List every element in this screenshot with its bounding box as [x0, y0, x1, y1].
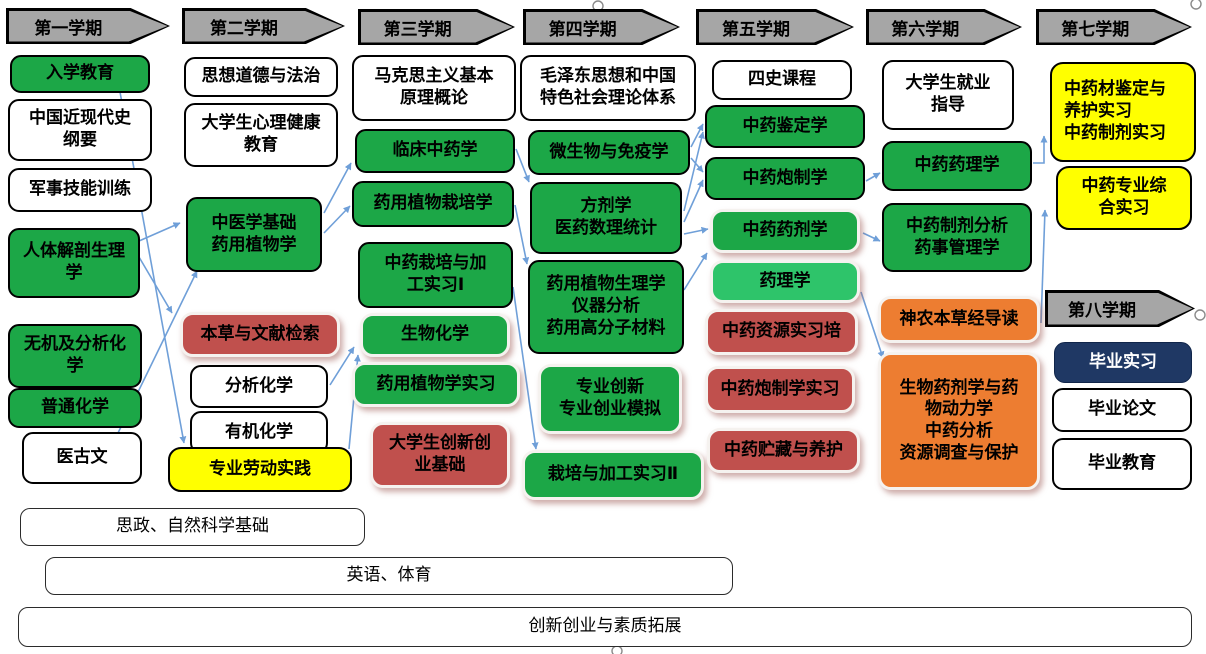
- connector-arrow: [690, 157, 704, 173]
- course-box[interactable]: 毕业教育: [1052, 438, 1192, 490]
- course-box[interactable]: 四史课程: [712, 60, 852, 100]
- course-box[interactable]: 大学生心理健康 教育: [184, 103, 338, 167]
- course-box[interactable]: 中医学基础 药用植物学: [186, 197, 322, 272]
- semester-banner[interactable]: 第五学期: [696, 9, 854, 45]
- connector-arrow: [690, 123, 704, 148]
- course-box[interactable]: 药用植物学实习: [352, 362, 520, 407]
- semester-banner[interactable]: 第八学期: [1045, 290, 1195, 327]
- course-box[interactable]: 分析化学: [190, 365, 328, 408]
- selection-handle[interactable]: [1194, 309, 1206, 321]
- course-box[interactable]: 普通化学: [8, 388, 142, 428]
- course-box[interactable]: 中药药剂学: [710, 209, 860, 253]
- course-box[interactable]: 专业创新 专业创业模拟: [538, 364, 682, 434]
- banner-label: 第五学期: [722, 19, 791, 40]
- course-box[interactable]: 药用植物栽培学: [352, 181, 514, 227]
- course-box[interactable]: 人体解剖生理 学: [8, 228, 140, 298]
- course-box[interactable]: 专业劳动实践: [168, 447, 352, 492]
- banner-arrow-fill: [8, 10, 168, 42]
- connector-arrow: [138, 256, 173, 314]
- selection-handle[interactable]: [1190, 0, 1202, 10]
- course-box[interactable]: 有机化学: [190, 411, 328, 454]
- connector-arrow: [683, 226, 709, 235]
- banner-arrow-fill: [360, 11, 513, 43]
- category-bar[interactable]: 创新创业与素质拓展: [18, 607, 1192, 647]
- course-box[interactable]: 医古文: [22, 432, 142, 484]
- connector-arrow: [514, 204, 530, 265]
- course-box[interactable]: 中药贮藏与养护: [707, 428, 860, 473]
- banner-label: 第七学期: [1061, 19, 1130, 40]
- connector-arrow: [683, 179, 704, 223]
- banner-arrow-fill: [525, 11, 678, 43]
- course-box[interactable]: 中药药理学: [882, 141, 1032, 191]
- course-box[interactable]: 药用植物生理学 仪器分析 药用高分子材料: [528, 260, 684, 354]
- banner-arrow-fill: [184, 10, 343, 42]
- connector-arrow: [865, 172, 881, 182]
- course-box[interactable]: 药理学: [710, 260, 860, 303]
- banner-arrow-fill: [698, 11, 852, 43]
- course-box[interactable]: 中药材鉴定与 养护实习 中药制剂实习: [1050, 62, 1196, 162]
- course-box[interactable]: 中药炮制学实习: [705, 366, 855, 413]
- banner-label: 第四学期: [548, 19, 617, 40]
- banner-label: 第八学期: [1068, 301, 1136, 321]
- course-box[interactable]: 大学生创新创 业基础: [370, 422, 510, 488]
- course-box[interactable]: 中国近现代史 纲要: [8, 99, 152, 161]
- course-box[interactable]: 生物化学: [360, 313, 510, 357]
- banner-arrow-fill: [868, 11, 1020, 43]
- semester-banner[interactable]: 第三学期: [358, 9, 515, 45]
- connector-arrow: [1033, 135, 1048, 164]
- semester-banner[interactable]: 第四学期: [523, 9, 680, 45]
- banner-label: 第二学期: [209, 18, 278, 39]
- connector-arrow: [323, 205, 351, 234]
- course-box[interactable]: 马克思主义基本 原理概论: [352, 55, 516, 121]
- connector-arrow: [323, 162, 352, 214]
- course-box[interactable]: 神农本草经导读: [878, 296, 1040, 343]
- semester-banner[interactable]: 第二学期: [182, 8, 345, 44]
- course-box[interactable]: 入学教育: [10, 55, 150, 93]
- connector-arrow: [862, 232, 881, 242]
- course-box[interactable]: 中药栽培与加 工实习Ⅰ: [358, 242, 513, 308]
- course-box[interactable]: 中药制剂分析 药事管理学: [882, 203, 1032, 272]
- course-box[interactable]: 临床中药学: [355, 129, 515, 173]
- course-box[interactable]: 无机及分析化 学: [8, 324, 142, 388]
- category-bar[interactable]: 英语、体育: [45, 557, 733, 595]
- connector-arrow: [683, 252, 708, 291]
- course-box[interactable]: 方剂学 医药数理统计: [530, 182, 682, 254]
- course-box[interactable]: 中药鉴定学: [705, 105, 865, 148]
- selection-handle[interactable]: [611, 645, 623, 654]
- course-box[interactable]: 思想道德与法治: [184, 57, 338, 97]
- course-box[interactable]: 本草与文献检索: [180, 312, 340, 357]
- course-box[interactable]: 栽培与加工实习Ⅱ: [522, 450, 704, 500]
- banner-label: 第三学期: [383, 19, 452, 40]
- banner-arrow-fill: [1047, 292, 1193, 325]
- course-box[interactable]: 中药炮制学: [705, 157, 865, 200]
- course-box[interactable]: 微生物与免疫学: [528, 130, 690, 175]
- course-box[interactable]: 军事技能训练: [8, 168, 152, 212]
- semester-banner[interactable]: 第七学期: [1036, 9, 1192, 45]
- connector-arrow: [138, 222, 181, 242]
- semester-banner[interactable]: 第一学期: [6, 8, 170, 44]
- course-box[interactable]: 毕业论文: [1052, 388, 1192, 432]
- course-box[interactable]: 大学生就业 指导: [882, 60, 1014, 130]
- course-box[interactable]: 生物药剂学与药 物动力学 中药分析 资源调查与保护: [878, 352, 1040, 490]
- course-box[interactable]: 中药资源实习培: [705, 309, 858, 355]
- banner-label: 第六学期: [891, 19, 960, 40]
- semester-banner[interactable]: 第六学期: [866, 9, 1022, 45]
- course-box[interactable]: 中药专业综 合实习: [1056, 166, 1192, 230]
- course-box[interactable]: 毛泽东思想和中国 特色社会理论体系: [520, 55, 696, 121]
- banner-label: 第一学期: [34, 18, 103, 39]
- category-bar[interactable]: 思政、自然科学基础: [20, 508, 365, 546]
- banner-arrow-fill: [1038, 11, 1190, 43]
- course-box[interactable]: 毕业实习: [1054, 342, 1192, 383]
